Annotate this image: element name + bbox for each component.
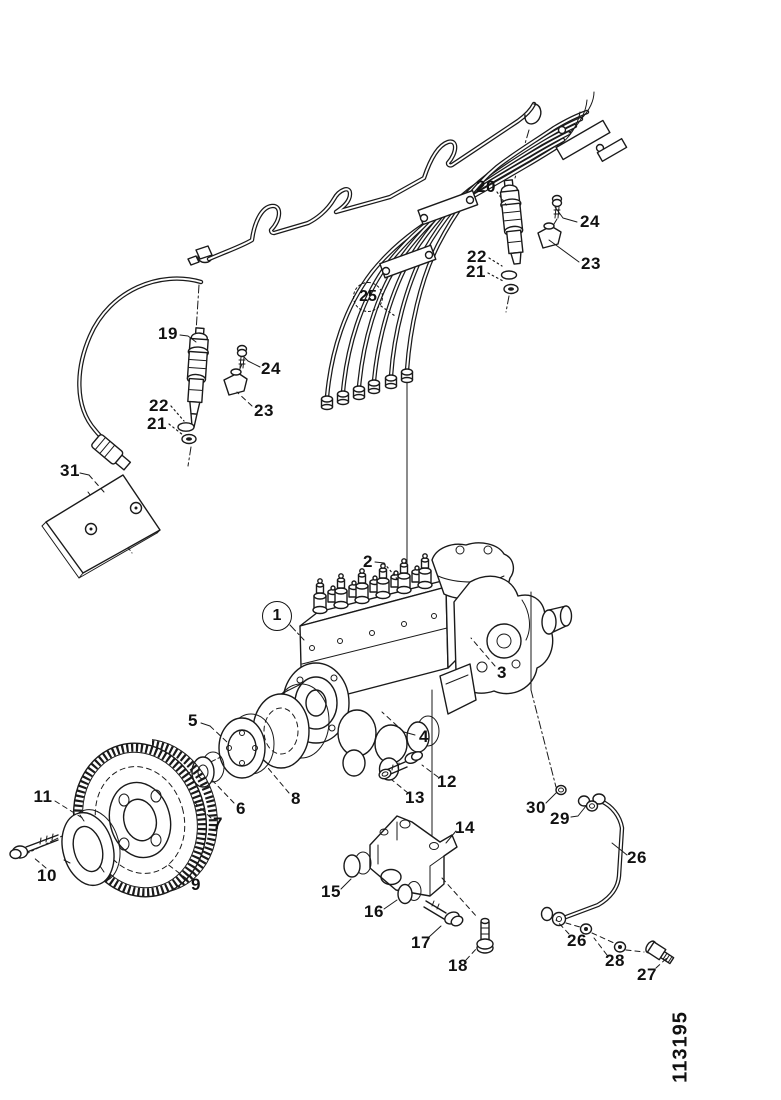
- injector-clamp-left: [223, 344, 248, 396]
- return-pipe: [540, 784, 675, 965]
- injection-pump: [278, 542, 573, 781]
- drawing-number: 113195: [669, 1011, 692, 1083]
- injector-right: [499, 179, 524, 295]
- pipe-nuts: [320, 368, 414, 411]
- leak-off-cable: [77, 245, 213, 471]
- mounting-bracket: [343, 751, 494, 954]
- cover-plate: [41, 474, 161, 579]
- delivery-pipes: [320, 91, 628, 411]
- drive-train: [9, 683, 330, 898]
- fuel-pipe-run: [206, 101, 542, 262]
- injector-clamp-right: [537, 194, 563, 249]
- injector-left: [177, 327, 209, 445]
- leader-lines: [32, 191, 670, 969]
